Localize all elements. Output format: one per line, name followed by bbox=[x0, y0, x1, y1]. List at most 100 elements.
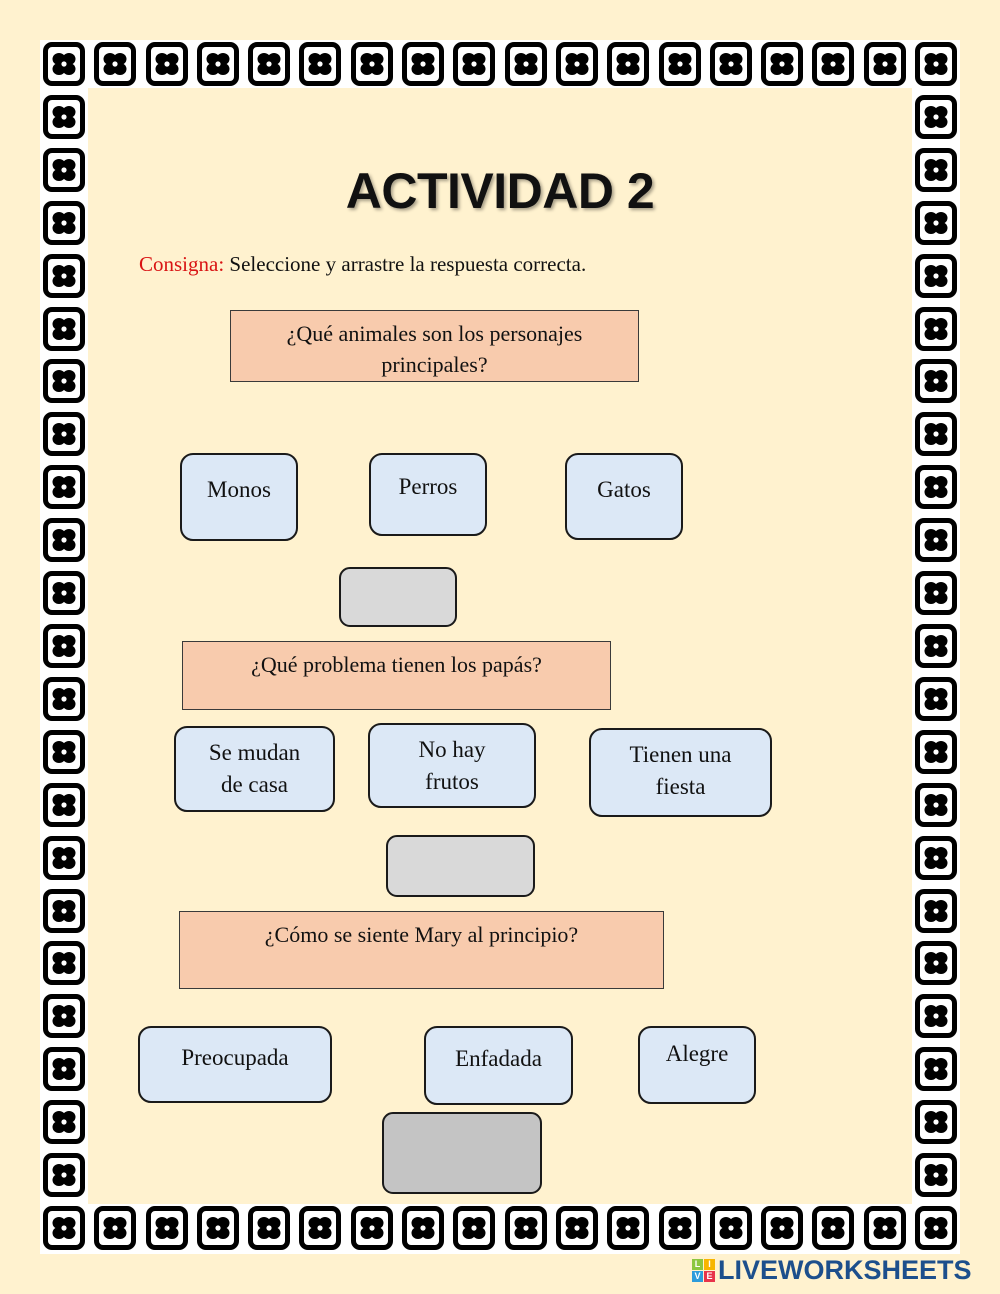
flower-tile-icon bbox=[915, 465, 957, 510]
flower-tile-icon bbox=[94, 42, 137, 86]
flower-tile-icon bbox=[43, 306, 85, 351]
flower-tile-icon bbox=[196, 1206, 239, 1250]
flower-tile-icon bbox=[43, 941, 85, 986]
flower-tile-icon bbox=[94, 1206, 137, 1250]
flower-tile-icon bbox=[402, 42, 445, 86]
logo-block: I bbox=[704, 1258, 715, 1270]
answer-drop-zone[interactable] bbox=[386, 835, 535, 897]
flower-tile-icon bbox=[863, 42, 906, 86]
flower-tile-icon bbox=[915, 1206, 957, 1250]
flower-tile-icon bbox=[43, 1153, 85, 1198]
flower-tile-icon bbox=[915, 1047, 957, 1092]
flower-tile-icon bbox=[761, 1206, 804, 1250]
flower-tile-icon bbox=[915, 518, 957, 563]
flower-tile-icon bbox=[43, 253, 85, 298]
question-box: ¿Cómo se siente Mary al principio? bbox=[179, 911, 664, 989]
flower-tile-icon bbox=[915, 42, 957, 86]
flower-tile-icon bbox=[43, 94, 85, 139]
flower-tile-icon bbox=[453, 42, 496, 86]
flower-tile-icon bbox=[863, 1206, 906, 1250]
answer-option[interactable]: Gatos bbox=[565, 453, 683, 540]
flower-tile-icon bbox=[915, 676, 957, 721]
flower-tile-icon bbox=[248, 42, 291, 86]
answer-option[interactable]: Tienen una fiesta bbox=[589, 728, 772, 817]
flower-tile-icon bbox=[915, 200, 957, 245]
answer-option[interactable]: Preocupada bbox=[138, 1026, 332, 1103]
answer-option[interactable]: Enfadada bbox=[424, 1026, 573, 1105]
flower-tile-icon bbox=[43, 465, 85, 510]
flower-tile-icon bbox=[915, 888, 957, 933]
instruction-label: Consigna: bbox=[139, 252, 225, 276]
logo-block: L bbox=[692, 1258, 703, 1270]
flower-tile-icon bbox=[196, 42, 239, 86]
liveworksheets-logo: L I V E LIVEWORKSHEETS bbox=[692, 1254, 972, 1285]
answer-drop-zone[interactable] bbox=[339, 567, 457, 627]
question-box: ¿Qué problema tienen los papás? bbox=[182, 641, 611, 710]
flower-tile-icon bbox=[43, 994, 85, 1039]
flower-tile-icon bbox=[504, 42, 547, 86]
flower-tile-icon bbox=[504, 1206, 547, 1250]
answer-option[interactable]: Monos bbox=[180, 453, 298, 541]
flower-tile-icon bbox=[43, 676, 85, 721]
flower-tile-icon bbox=[43, 782, 85, 827]
instruction: Consigna: Seleccione y arrastre la respu… bbox=[139, 252, 586, 277]
flower-tile-icon bbox=[812, 1206, 855, 1250]
flower-tile-icon bbox=[145, 42, 188, 86]
question-box: ¿Qué animales son los personajes princip… bbox=[230, 310, 639, 382]
flower-tile-icon bbox=[453, 1206, 496, 1250]
flower-tile-icon bbox=[915, 624, 957, 668]
flower-tile-icon bbox=[915, 835, 957, 880]
flower-tile-icon bbox=[555, 42, 598, 86]
flower-tile-icon bbox=[658, 42, 701, 86]
flower-tile-icon bbox=[43, 412, 85, 457]
flower-tile-icon bbox=[915, 729, 957, 774]
flower-tile-icon bbox=[145, 1206, 188, 1250]
flower-tile-icon bbox=[248, 1206, 291, 1250]
flower-tile-icon bbox=[915, 571, 957, 616]
logo-blocks-icon: L I V E bbox=[692, 1258, 715, 1282]
flower-tile-icon bbox=[43, 624, 85, 668]
logo-block: V bbox=[692, 1270, 703, 1282]
flower-tile-icon bbox=[915, 94, 957, 139]
flower-tile-icon bbox=[915, 1100, 957, 1145]
flower-tile-icon bbox=[915, 306, 957, 351]
flower-tile-icon bbox=[915, 782, 957, 827]
flower-tile-icon bbox=[915, 941, 957, 986]
flower-tile-icon bbox=[915, 412, 957, 457]
flower-tile-icon bbox=[43, 147, 85, 192]
flower-tile-icon bbox=[812, 42, 855, 86]
answer-option[interactable]: Alegre bbox=[638, 1026, 756, 1104]
flower-tile-icon bbox=[607, 42, 650, 86]
flower-tile-icon bbox=[607, 1206, 650, 1250]
flower-tile-icon bbox=[350, 1206, 393, 1250]
page-title: ACTIVIDAD 2 bbox=[345, 163, 655, 219]
flower-tile-icon bbox=[658, 1206, 701, 1250]
flower-tile-icon bbox=[299, 42, 342, 86]
flower-tile-icon bbox=[43, 888, 85, 933]
flower-tile-icon bbox=[43, 359, 85, 404]
answer-drop-zone[interactable] bbox=[382, 1112, 542, 1194]
flower-tile-icon bbox=[299, 1206, 342, 1250]
flower-tile-icon bbox=[43, 571, 85, 616]
flower-tile-icon bbox=[402, 1206, 445, 1250]
flower-tile-icon bbox=[555, 1206, 598, 1250]
flower-tile-icon bbox=[43, 835, 85, 880]
flower-tile-icon bbox=[709, 42, 752, 86]
flower-tile-icon bbox=[709, 1206, 752, 1250]
answer-option[interactable]: Perros bbox=[369, 453, 487, 536]
flower-tile-icon bbox=[43, 200, 85, 245]
flower-tile-icon bbox=[915, 253, 957, 298]
flower-tile-icon bbox=[915, 359, 957, 404]
flower-tile-icon bbox=[43, 42, 85, 86]
answer-option[interactable]: No hay frutos bbox=[368, 723, 536, 808]
flower-tile-icon bbox=[43, 518, 85, 563]
logo-block: E bbox=[704, 1270, 715, 1282]
answer-option[interactable]: Se mudan de casa bbox=[174, 726, 335, 812]
flower-tile-icon bbox=[43, 729, 85, 774]
logo-text: LIVEWORKSHEETS bbox=[718, 1254, 972, 1285]
flower-tile-icon bbox=[761, 42, 804, 86]
flower-tile-icon bbox=[43, 1047, 85, 1092]
flower-tile-icon bbox=[43, 1206, 85, 1250]
flower-tile-icon bbox=[915, 147, 957, 192]
instruction-text: Seleccione y arrastre la respuesta corre… bbox=[224, 252, 587, 276]
